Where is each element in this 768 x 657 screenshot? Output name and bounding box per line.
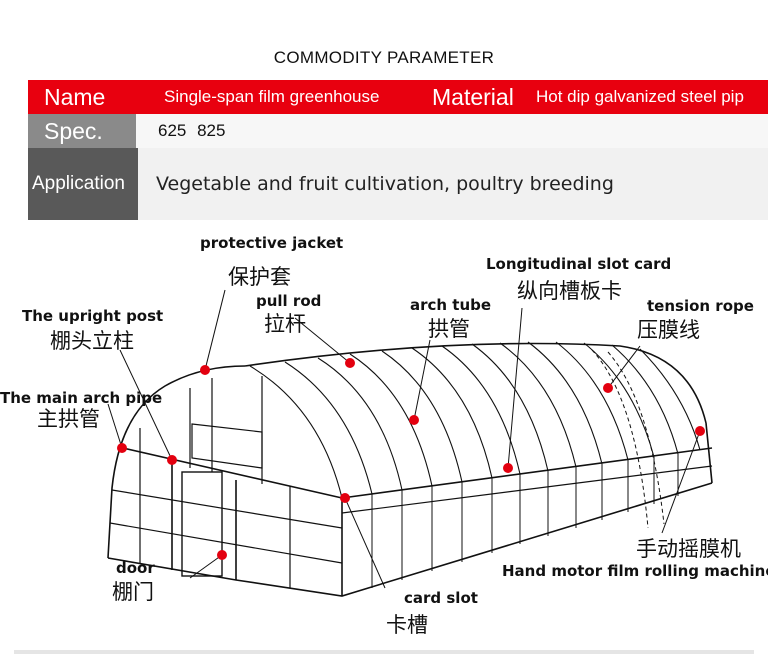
row-spec: Spec. 625 825 [28,114,768,148]
label-door-en: door [116,559,155,577]
marker-main-arch [117,443,127,453]
tension-ropes [591,349,665,529]
label-door-cn: 棚门 [112,580,154,604]
label-film-roller-cn: 手动摇膜机 [636,537,741,561]
label-main-arch-en: The main arch pipe [0,389,162,407]
marker-film-roller [695,426,705,436]
label-upright-post-cn: 棚头立柱 [50,329,134,353]
front-end-mid [111,489,343,529]
bottom-divider [14,650,754,654]
label-pull-rod-cn: 拉杆 [264,312,306,336]
front-end-top [122,447,343,499]
label-pull-rod-en: pull rod [256,292,321,310]
label-slot-card-en: Longitudinal slot card [486,255,671,273]
right-end [705,422,713,484]
markers [117,358,705,560]
greenhouse-diagram: protective jacket 保护套 pull rod 拉杆 arch t… [0,234,768,637]
material-value: Hot dip galvanized steel pip [534,80,768,114]
door-frame [181,471,223,577]
material-header: Material [426,80,530,114]
front-end-low [109,522,343,564]
label-tension-rope-cn: 压膜线 [637,318,700,342]
greenhouse-structure [107,342,713,597]
marker-pull-rod [345,358,355,368]
label-main-arch-cn: 主拱管 [37,407,100,431]
page-title: COMMODITY PARAMETER [273,48,495,67]
row-application: Application Vegetable and fruit cultivat… [28,148,768,220]
label-protective-jacket-en: protective jacket [200,234,343,252]
label-upright-post-en: The upright post [22,307,163,325]
label-arch-tube-cn: 拱管 [428,317,470,341]
marker-card-slot [340,493,350,503]
label-arch-tube-en: arch tube [410,296,491,314]
label-protective-jacket-cn: 保护套 [228,265,291,289]
parameter-table: Name Single-span film greenhouse Materia… [28,80,768,220]
label-card-slot-en: card slot [404,589,478,607]
label-film-roller-en: Hand motor film rolling machine [502,562,768,580]
name-header: Name [28,80,140,114]
application-value: Vegetable and fruit cultivation, poultry… [156,173,614,195]
label-tension-rope-en: tension rope [647,297,754,315]
spec-header: Spec. [28,114,136,148]
label-card-slot-cn: 卡槽 [386,613,428,637]
marker-protective-jacket [200,365,210,375]
ridge-line [244,342,707,424]
marker-arch-tube [409,415,419,425]
marker-door [217,550,227,560]
name-value: Single-span film greenhouse [154,80,419,114]
front-window [191,423,263,469]
side-base [341,447,713,499]
side-ribs [371,454,679,588]
front-arch [107,365,246,559]
application-header: Application [28,148,138,220]
label-slot-card-cn: 纵向槽板卡 [517,279,622,303]
side-base-2 [341,465,713,514]
marker-tension-rope [603,383,613,393]
leader-lines [107,289,701,589]
marker-upright-post [167,455,177,465]
marker-slot-card [503,463,513,473]
arch-tubes [249,341,701,499]
row-name: Name Single-span film greenhouse Materia… [28,80,768,114]
spec-value: 625 825 [158,121,226,140]
